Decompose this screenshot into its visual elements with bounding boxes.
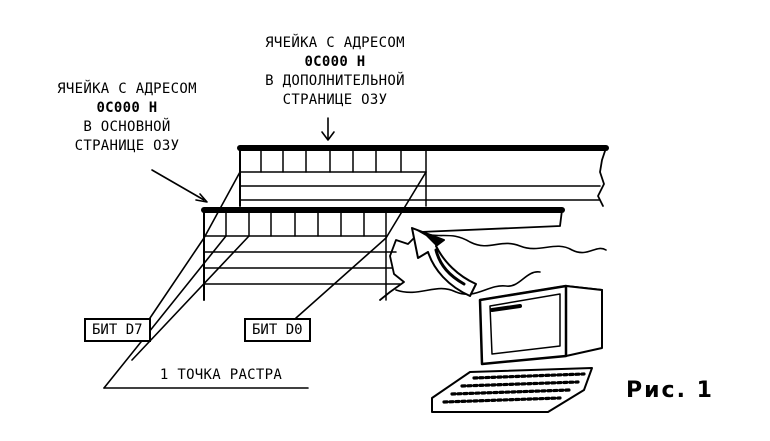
main-page-cell-line4: СТРАНИЦЕ ОЗУ (74, 138, 180, 154)
bit-d7-label: БИТ D7 (84, 318, 151, 342)
extra-page-cell-line1: ЯЧЕЙКА С АДРЕСОМ (265, 35, 405, 51)
pointer-lines (103, 117, 427, 389)
main-page-cell-label: ЯЧЕЙКА С АДРЕСОМ 0С000 Н В ОСНОВНОЙ СТРА… (18, 80, 236, 156)
main-page-cell-address: 0С000 Н (96, 100, 158, 116)
raster-point-label: 1 ТОЧКА РАСТРА (159, 367, 283, 383)
main-page-byte-cells (203, 211, 387, 237)
additional-page-byte-cells (239, 149, 427, 173)
monitor-icon (478, 284, 603, 366)
extra-page-cell-line3: В ДОПОЛНИТЕЛЬНОЙ (265, 73, 405, 89)
main-ram-page (201, 207, 565, 301)
extra-page-cell-label: ЯЧЕЙКА С АДРЕСОМ 0С000 Н В ДОПОЛНИТЕЛЬНО… (226, 34, 444, 110)
keyboard-icon (431, 367, 593, 413)
curved-arrow (411, 227, 477, 297)
torn-page-edge-lower (395, 271, 541, 295)
bit-d0-label: БИТ D0 (244, 318, 311, 342)
extra-page-cell-address: 0С000 Н (304, 54, 366, 70)
figure-caption: Рис. 1 (626, 378, 714, 403)
main-page-cell-line3: В ОСНОВНОЙ (83, 119, 171, 135)
main-page-cell-line1: ЯЧЕЙКА С АДРЕСОМ (57, 81, 197, 97)
extra-page-cell-line4: СТРАНИЦЕ ОЗУ (282, 92, 388, 108)
torn-page-edge (419, 231, 607, 254)
